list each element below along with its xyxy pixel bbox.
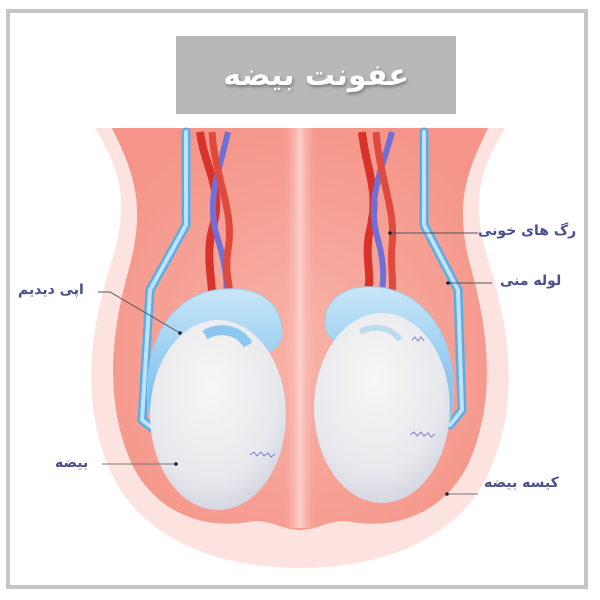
label-blood-vessels: رگ های خونی [478,223,577,239]
right-vein [370,131,395,291]
right-artery-2 [372,131,397,293]
label-vas-deferens: لوله منی [500,273,562,289]
right-testis [314,313,450,503]
title-banner: عفونت بیضه [176,36,456,114]
left-artery [196,131,221,306]
page-title: عفونت بیضه [223,57,409,93]
leader-epididymis [98,291,181,334]
label-epididymis: اپی دیدیم [18,282,84,298]
right-artery [358,131,378,292]
left-artery-2 [208,131,234,306]
left-testis [150,320,286,510]
label-testis: بیضه [55,455,89,471]
label-scrotum: کیسه بیضه [484,475,559,491]
